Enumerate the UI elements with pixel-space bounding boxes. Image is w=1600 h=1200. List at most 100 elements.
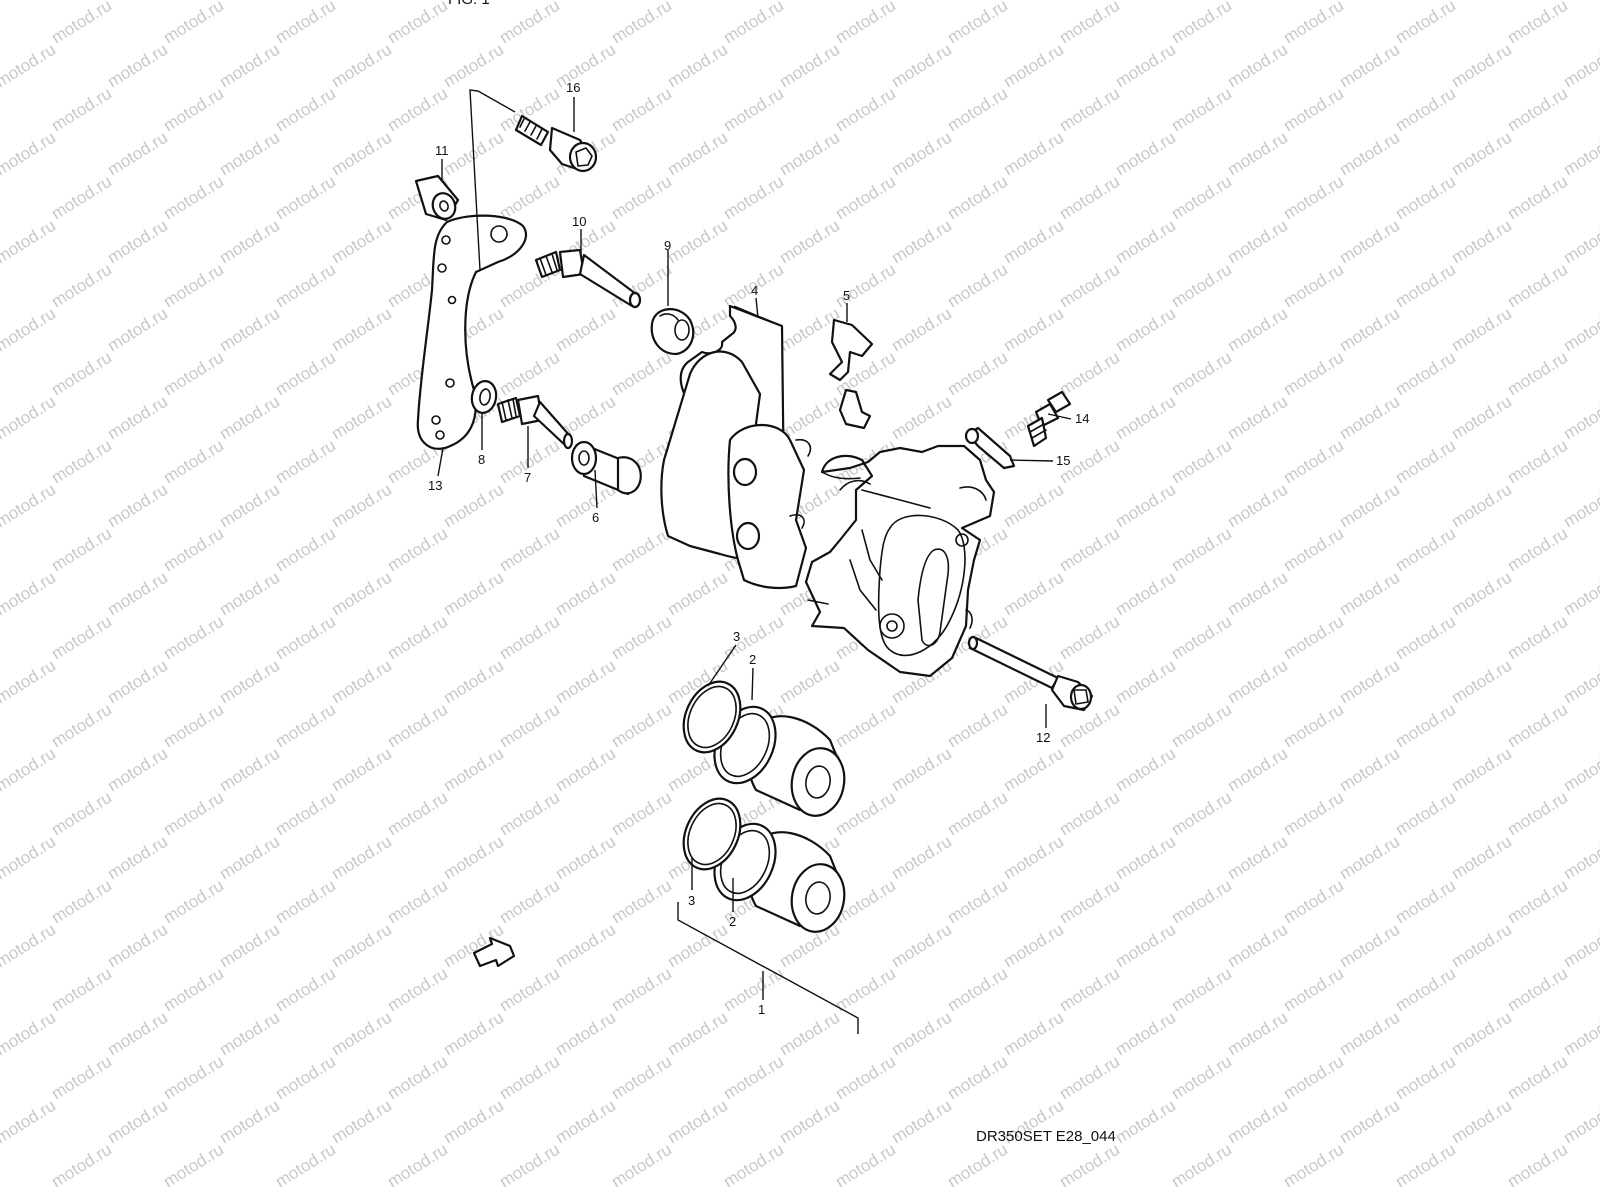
watermark-text: motod.ru — [1392, 524, 1459, 576]
watermark-text: motod.ru — [1448, 128, 1515, 180]
watermark-text: motod.ru — [384, 612, 451, 664]
watermark-text: motod.ru — [1168, 348, 1235, 400]
watermark-text: motod.ru — [1280, 700, 1347, 752]
watermark-text: motod.ru — [1504, 524, 1571, 576]
watermark-text: motod.ru — [1168, 964, 1235, 1016]
watermark-text: motod.ru — [384, 0, 451, 47]
slide-pin-lower-part — [967, 635, 1094, 712]
watermark-text: motod.ru — [720, 172, 787, 224]
callout-8: 8 — [478, 452, 485, 467]
watermark-text: motod.ru — [1560, 0, 1600, 3]
watermark-text: motod.ru — [104, 0, 171, 3]
watermark-text: motod.ru — [216, 1096, 283, 1148]
watermark-text: motod.ru — [0, 832, 59, 884]
watermark-text: motod.ru — [1280, 0, 1347, 47]
watermark-text: motod.ru — [1336, 392, 1403, 444]
callout-1: 1 — [758, 1002, 765, 1017]
watermark-text: motod.ru — [720, 1140, 787, 1192]
watermark-text: motod.ru — [1224, 128, 1291, 180]
watermark-text: motod.ru — [1000, 216, 1067, 268]
watermark-text: motod.ru — [608, 1052, 675, 1104]
watermark-text: motod.ru — [216, 656, 283, 708]
watermark-text: motod.ru — [0, 392, 59, 444]
watermark-text: motod.ru — [1392, 436, 1459, 488]
watermark-text: motod.ru — [0, 920, 59, 972]
watermark-text: motod.ru — [1560, 392, 1600, 444]
callout-6: 6 — [592, 510, 599, 525]
watermark-text: motod.ru — [1056, 612, 1123, 664]
watermark-text: motod.ru — [384, 1140, 451, 1192]
watermark-text: motod.ru — [1224, 568, 1291, 620]
watermark-text: motod.ru — [1056, 84, 1123, 136]
watermark-text: motod.ru — [48, 788, 115, 840]
watermark-text: motod.ru — [1224, 1008, 1291, 1060]
watermark-text: motod.ru — [216, 216, 283, 268]
watermark-text: motod.ru — [888, 744, 955, 796]
watermark-text: motod.ru — [1504, 0, 1571, 47]
watermark-text: motod.ru — [1336, 304, 1403, 356]
watermark-text: motod.ru — [440, 568, 507, 620]
watermark-text: motod.ru — [776, 1008, 843, 1060]
slide-pin-upper-part — [534, 248, 642, 309]
watermark-text: motod.ru — [1560, 304, 1600, 356]
watermark-text: motod.ru — [272, 260, 339, 312]
watermark-text: motod.ru — [496, 348, 563, 400]
watermark-text: motod.ru — [1448, 920, 1515, 972]
watermark-text: motod.ru — [1168, 84, 1235, 136]
watermark-text: motod.ru — [272, 612, 339, 664]
watermark-text: motod.ru — [608, 0, 675, 47]
watermark-text: motod.ru — [552, 1096, 619, 1148]
watermark-text: motod.ru — [1448, 1096, 1515, 1148]
watermark-text: motod.ru — [608, 172, 675, 224]
watermark-text: motod.ru — [104, 744, 171, 796]
watermark-text: motod.ru — [832, 84, 899, 136]
watermark-text: motod.ru — [552, 40, 619, 92]
bleeder-cap-part — [964, 426, 1016, 470]
pin-boot-part — [570, 440, 642, 496]
watermark-text: motod.ru — [0, 568, 59, 620]
watermark-text: motod.ru — [1112, 480, 1179, 532]
watermark-text: motod.ru — [104, 920, 171, 972]
watermark-text: motod.ru — [496, 1052, 563, 1104]
callout-16: 16 — [566, 80, 580, 95]
watermark-text: motod.ru — [104, 1096, 171, 1148]
watermark-text: motod.ru — [944, 84, 1011, 136]
watermark-text: motod.ru — [944, 172, 1011, 224]
watermark-text: motod.ru — [776, 0, 843, 3]
watermark-text: motod.ru — [1224, 920, 1291, 972]
watermark-text: motod.ru — [440, 480, 507, 532]
watermark-text: motod.ru — [48, 1052, 115, 1104]
watermark-text: motod.ru — [608, 612, 675, 664]
dust-seal-upper-part — [682, 680, 742, 754]
watermark-text: motod.ru — [1280, 436, 1347, 488]
watermark-text: motod.ru — [1280, 788, 1347, 840]
watermark-text: motod.ru — [440, 1096, 507, 1148]
watermark-text: motod.ru — [496, 612, 563, 664]
watermark-text: motod.ru — [48, 524, 115, 576]
watermark-text: motod.ru — [1392, 612, 1459, 664]
watermark-text: motod.ru — [48, 612, 115, 664]
watermark-text: motod.ru — [1000, 40, 1067, 92]
callout-2-lower: 2 — [729, 914, 736, 929]
watermark-text: motod.ru — [328, 568, 395, 620]
watermark-text: motod.ru — [832, 1140, 899, 1192]
watermark-text: motod.ru — [1168, 260, 1235, 312]
watermark-text: motod.ru — [1504, 1052, 1571, 1104]
watermark-text: motod.ru — [216, 480, 283, 532]
watermark-text: motod.ru — [1504, 876, 1571, 928]
watermark-text: motod.ru — [1112, 744, 1179, 796]
watermark-text: motod.ru — [1392, 172, 1459, 224]
watermark-text: motod.ru — [328, 128, 395, 180]
watermark-text: motod.ru — [1392, 700, 1459, 752]
watermark-text: motod.ru — [776, 128, 843, 180]
watermark-text: motod.ru — [552, 480, 619, 532]
watermark-text: motod.ru — [1168, 1140, 1235, 1192]
watermark-text: motod.ru — [1448, 1008, 1515, 1060]
watermark-text: motod.ru — [1224, 0, 1291, 3]
watermark-text: motod.ru — [216, 920, 283, 972]
watermark-text: motod.ru — [832, 964, 899, 1016]
watermark-text: motod.ru — [1504, 788, 1571, 840]
watermark-text: motod.ru — [328, 304, 395, 356]
watermark-text: motod.ru — [1336, 480, 1403, 532]
watermark-text: motod.ru — [1112, 1096, 1179, 1148]
